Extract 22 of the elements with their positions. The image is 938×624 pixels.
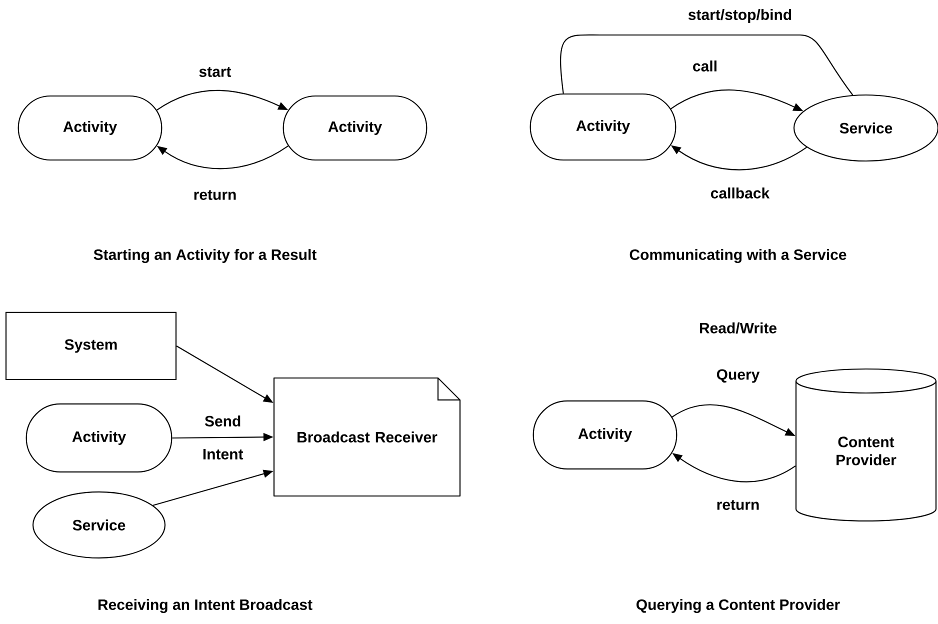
edge-label: Send Intent — [203, 415, 244, 460]
note-label: Read/Write — [700, 322, 777, 334]
panel-caption: Starting an Activity for a Result — [94, 248, 316, 264]
process-box: System — [5, 312, 177, 380]
ellipse-node: Service — [32, 491, 166, 559]
panel-caption: Querying a Content Provider — [636, 598, 840, 614]
rounded-box: Activity — [282, 95, 428, 161]
connector-line — [560, 34, 854, 96]
panel-caption: Communicating with a Service — [630, 248, 846, 264]
rounded-box: Activity — [18, 95, 162, 161]
rounded-box: Activity — [530, 93, 676, 161]
node-label: Content Provider — [836, 436, 896, 466]
edge-label: start — [199, 67, 232, 77]
edge-label: Query — [716, 369, 760, 383]
panel-caption: Receiving an Intent Broadcast — [98, 598, 312, 614]
edge-label: call — [693, 60, 716, 72]
edge-label: return — [194, 190, 236, 200]
edge-label: start/stop/bind — [688, 9, 792, 23]
rounded-box: Activity — [532, 400, 678, 470]
edge-label: callback — [710, 187, 770, 198]
rounded-box: Activity — [26, 403, 172, 473]
edge-label: return — [717, 500, 759, 510]
